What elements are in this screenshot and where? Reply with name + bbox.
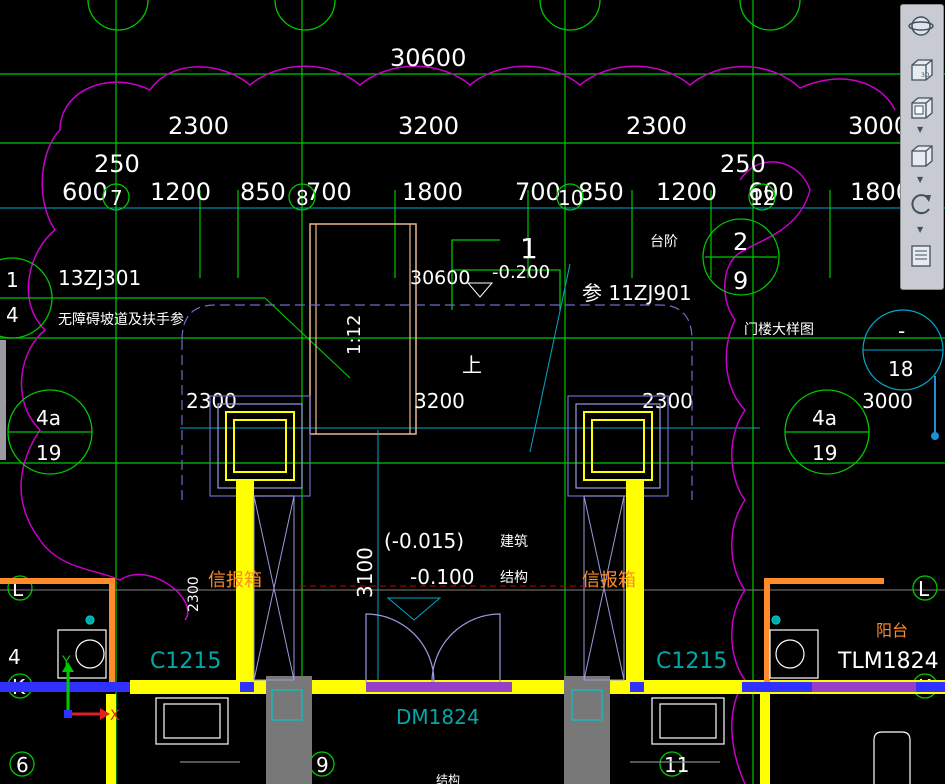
ref-11zj901: 参 11ZJ901: [582, 281, 692, 305]
ramp-slope: 1:12: [344, 315, 365, 355]
chevron-down-icon[interactable]: ▼: [917, 225, 924, 234]
dimension-lines: [0, 207, 945, 591]
window-left: C1215: [150, 649, 221, 674]
detail-dash: -: [898, 319, 905, 343]
dim-overall: 30600: [390, 44, 466, 72]
height-2300: 2300: [186, 576, 202, 612]
view-box-icon[interactable]: [906, 93, 936, 123]
axis-10: 10: [558, 186, 583, 210]
door-tlm1824: TLM1824: [837, 649, 939, 674]
struct-level: -0.100: [410, 565, 474, 589]
struct-label: 结构: [500, 570, 528, 586]
axis-12: 12: [750, 186, 775, 210]
dim-row3-4: 1800: [402, 178, 463, 206]
zoom-slider-knob[interactable]: [931, 432, 939, 440]
view-tools-panel: 3D ▼ ▼ ▼: [900, 4, 944, 290]
detail-4a-left: 4a: [36, 406, 61, 430]
left-partial-1: 1: [6, 268, 19, 292]
section-1: 1: [520, 232, 538, 265]
axis-11: 11: [664, 753, 689, 777]
balcony-label: 阳台: [876, 621, 908, 640]
axis-7: 7: [110, 186, 123, 210]
left-partial-4b: 4: [8, 645, 21, 669]
ref-13zj301: 13ZJ301: [58, 266, 141, 290]
orbit-icon[interactable]: [906, 11, 936, 41]
level-neg-0200: -0.200: [492, 262, 550, 283]
steps-label: 台阶: [650, 234, 678, 250]
dim-row3-5: 700: [515, 178, 561, 206]
dim-row3-1: 1200: [150, 178, 211, 206]
axis-L-right: L: [918, 577, 930, 601]
mailbox-right: 信报箱: [582, 570, 636, 591]
rotate-icon[interactable]: [906, 189, 936, 219]
dim-row3-2: 850: [240, 178, 286, 206]
door-building-detail: 门楼大样图: [744, 322, 814, 338]
dim-row3-0: 600: [62, 178, 108, 206]
inner-dim-4: 3000: [862, 389, 913, 413]
axis-6: 6: [16, 753, 29, 777]
detail-9: 9: [733, 267, 748, 295]
zoom-slider[interactable]: [931, 376, 939, 440]
arch-label: 建筑: [500, 534, 528, 550]
inner-dim-2: 3200: [414, 389, 465, 413]
dim-250-left: 250: [94, 150, 140, 178]
chevron-down-icon[interactable]: ▼: [917, 125, 924, 134]
door-dm1824: DM1824: [396, 705, 480, 729]
axis-9: 9: [316, 753, 329, 777]
detail-4a-right: 4a: [812, 406, 837, 430]
detail-2: 2: [733, 228, 748, 256]
window-right: C1215: [656, 649, 727, 674]
ucs-icon: Y X: [61, 654, 120, 724]
arch-level: (-0.015): [384, 529, 464, 553]
up-arrow-label: 上: [462, 353, 482, 377]
layers-icon[interactable]: [906, 241, 936, 271]
dim-span-4: 3000: [848, 112, 909, 140]
detail-19-left: 19: [36, 441, 61, 465]
dim-row3-6: 850: [578, 178, 624, 206]
height-3100: 3100: [353, 547, 377, 598]
svg-text:3D: 3D: [921, 72, 930, 79]
dim-span-1: 2300: [168, 112, 229, 140]
mailbox-left: 信报箱: [208, 570, 262, 591]
dim-row3-7: 1200: [656, 178, 717, 206]
dim-span-2: 3200: [398, 112, 459, 140]
inner-dim-1: 2300: [186, 389, 237, 413]
dim-row3-3: 700: [306, 178, 352, 206]
ucs-x-label: X: [110, 708, 120, 724]
revision-cloud-left-lower: [39, 539, 189, 621]
left-partial-4: 4: [6, 303, 19, 327]
dim-row3-8: 600: [748, 178, 794, 206]
ucs-y-label: Y: [61, 654, 71, 670]
dim-250-right: 250: [720, 150, 766, 178]
dim-span-3: 2300: [626, 112, 687, 140]
detail-19-right: 19: [812, 441, 837, 465]
center-30600: 30600: [410, 267, 470, 289]
view-3d-icon[interactable]: 3D: [906, 55, 936, 85]
revision-cloud: [20, 65, 896, 784]
detail-18: 18: [888, 357, 913, 381]
bottom-partial-label: 结构: [436, 772, 460, 784]
axis-8: 8: [296, 186, 309, 210]
view-cube-icon[interactable]: [906, 141, 936, 171]
ramp-handrail-note: 无障碍坡道及扶手参: [58, 311, 184, 328]
canopy-outline: [181, 304, 693, 500]
chevron-down-icon[interactable]: ▼: [917, 175, 924, 184]
